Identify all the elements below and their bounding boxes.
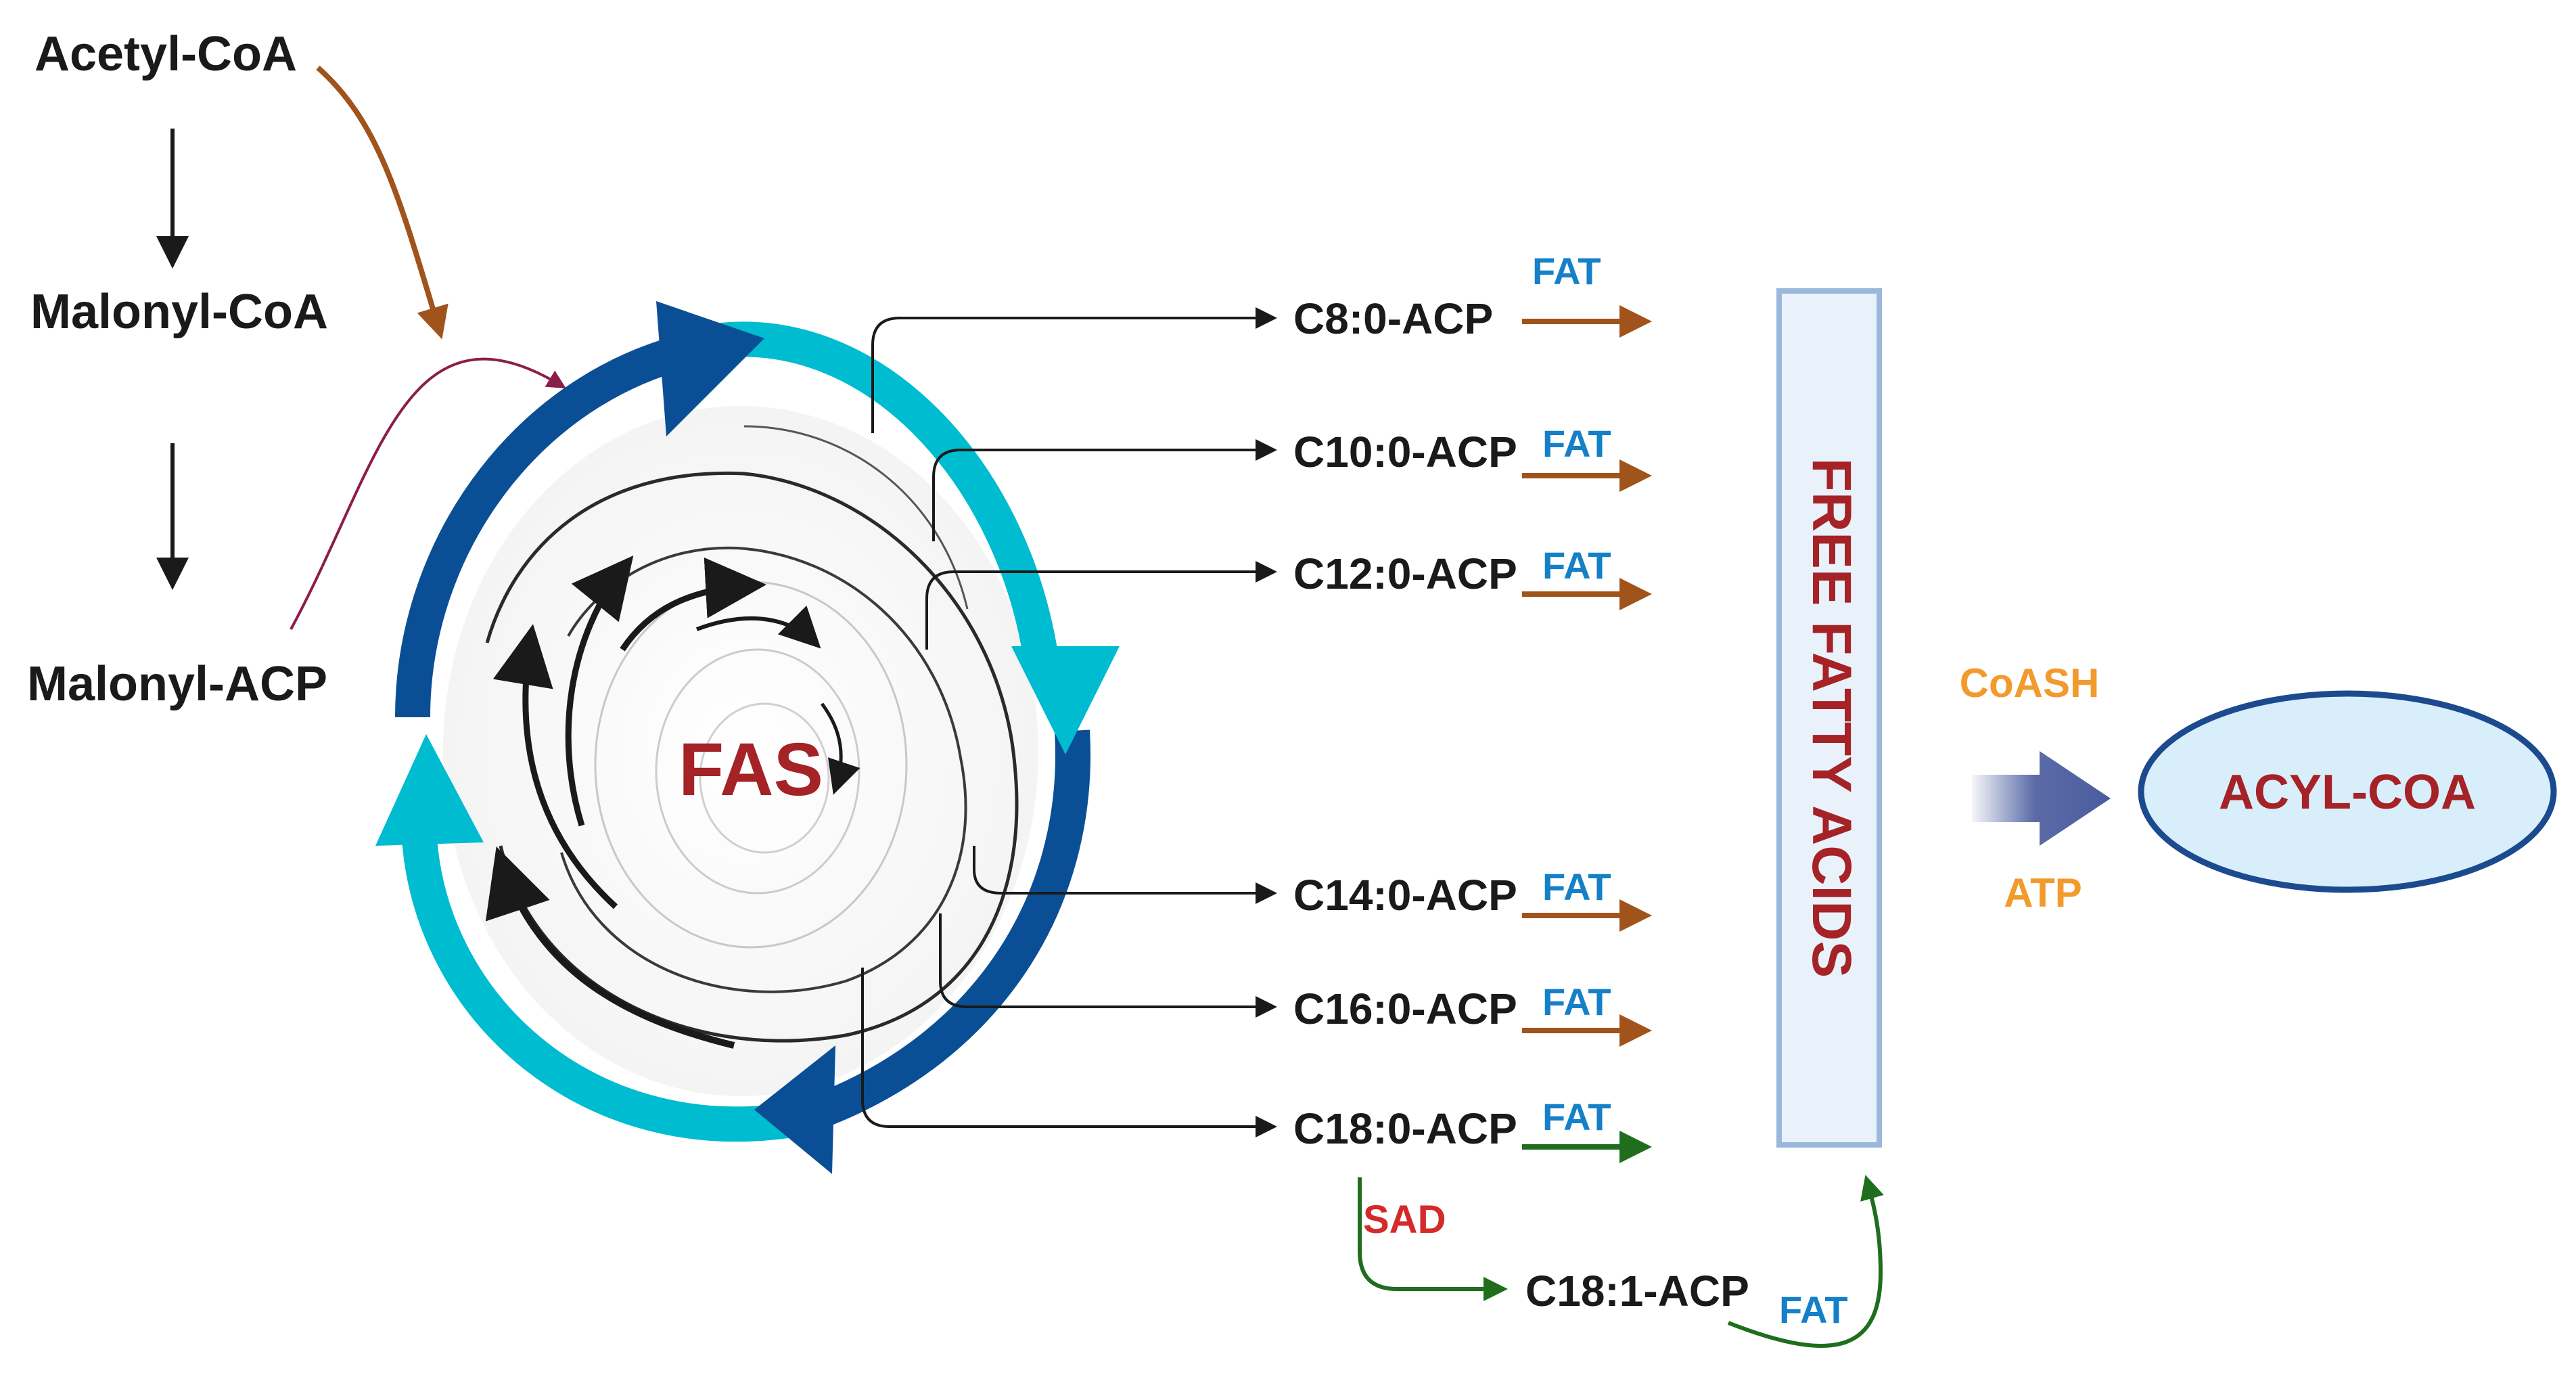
inner-arrow-left-inner <box>492 624 618 909</box>
acyl-acp-label: C16:0-ACP <box>1293 985 1517 1033</box>
sad-label: SAD <box>1363 1198 1446 1242</box>
fat-label-c18-1: FAT <box>1779 1288 1848 1331</box>
release-line-c8 <box>871 307 1277 433</box>
malonyl-acp-label: Malonyl-ACP <box>27 657 327 711</box>
acyl-acp-row-c10: C10:0-ACP FAT <box>1293 422 1652 492</box>
free-fatty-acids-label: FREE FATTY ACIDS <box>1801 458 1862 978</box>
fas-cycle: FAS <box>375 301 1120 1174</box>
spiral-dark-1 <box>485 471 1019 1043</box>
ffa-box-rect <box>1776 288 1882 1148</box>
ring-arrowhead-left <box>375 734 484 846</box>
acyl-acp-label: C14:0-ACP <box>1293 871 1517 920</box>
acetyl-coa-label: Acetyl-CoA <box>34 27 297 81</box>
inner-arrow-small-top <box>695 605 821 649</box>
malonyl-coa-label: Malonyl-CoA <box>30 285 328 339</box>
inner-arrow-small-right <box>820 702 860 795</box>
acyl-acp-row-c16: C16:0-ACP FAT <box>1293 980 1652 1047</box>
fat-label: FAT <box>1542 865 1611 908</box>
coash-label: CoASH <box>1960 660 2100 706</box>
acyl-acp-label: C12:0-ACP <box>1293 549 1517 598</box>
c18-1-acp-label: C18:1-ACP <box>1525 1267 1749 1315</box>
fat-label: FAT <box>1542 422 1611 465</box>
ring-cyan-top-right <box>708 321 1059 666</box>
release-line-c14 <box>973 846 1277 904</box>
release-line-c10 <box>932 439 1277 541</box>
ring-arrowhead-bottom <box>754 1045 835 1174</box>
acyl-coa-ellipse <box>2138 690 2557 893</box>
ring-arrowhead-top <box>656 301 764 436</box>
acyl-acp-label: C18:0-ACP <box>1293 1104 1517 1153</box>
acyl-acp-row-c12: C12:0-ACP FAT <box>1293 544 1652 610</box>
acyl-acp-row-c18: C18:0-ACP FAT <box>1293 1095 1652 1163</box>
fas-label: FAS <box>678 728 823 811</box>
acyl-acp-row-c14: C14:0-ACP FAT <box>1293 865 1652 932</box>
spiral-dark-3 <box>743 425 969 610</box>
c18-1-to-ffa-arrow <box>1727 1175 1884 1348</box>
fat-label: FAT <box>1542 1095 1611 1138</box>
malonyl-acp-entry-arrow <box>290 357 566 630</box>
ring-cyan-bottom-left <box>402 837 794 1142</box>
inner-arrow-top-outer <box>565 556 634 827</box>
ring-dark-blue-left <box>395 329 710 718</box>
acyl-acp-label: C8:0-ACP <box>1293 294 1493 343</box>
activation-step: CoASH ATP ACYL-COA <box>1960 660 2557 915</box>
release-line-c18 <box>861 968 1277 1137</box>
release-line-c12 <box>925 561 1277 650</box>
fat-label: FAT <box>1542 980 1611 1023</box>
fat-label: FAT <box>1532 250 1601 292</box>
acyl-coa-label: ACYL-COA <box>2219 765 2476 819</box>
desaturation-branch: SAD C18:1-ACP FAT <box>1358 1175 1884 1348</box>
release-lines <box>861 307 1277 1137</box>
inner-arrow-left-outer <box>485 846 735 1049</box>
ring-arrowhead-right <box>1011 646 1120 754</box>
atp-label: ATP <box>2004 870 2082 915</box>
release-line-c16 <box>939 913 1277 1018</box>
fat-label: FAT <box>1542 544 1611 587</box>
acyl-acp-row-c8: C8:0-ACP FAT <box>1293 250 1652 343</box>
inner-arrow-top-inner <box>620 557 766 652</box>
sad-arrow <box>1358 1177 1508 1301</box>
activation-arrow <box>1972 751 2111 846</box>
acetyl-coa-entry-arrow <box>316 66 448 340</box>
ring-dark-blue-right <box>799 729 1090 1133</box>
acyl-acp-label: C10:0-ACP <box>1293 428 1517 476</box>
free-fatty-acids-box: FREE FATTY ACIDS <box>1776 288 1882 1148</box>
spiral-dark-2 <box>560 546 967 993</box>
